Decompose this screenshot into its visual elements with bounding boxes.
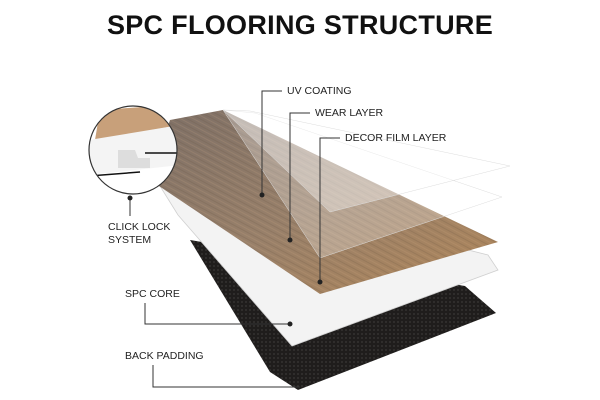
diagram-title: SPC FLOORING STRUCTURE	[106, 10, 494, 40]
label-click-lock-line1: CLICK LOCK	[108, 221, 171, 233]
label-uv-coating: UV COATING	[287, 85, 352, 97]
uv-coating-sheet	[222, 109, 511, 213]
label-click-lock-line2: SYSTEM	[108, 234, 152, 246]
label-back-padding: BACK PADDING	[125, 350, 204, 362]
label-decor-film: DECOR FILM LAYER	[345, 132, 447, 144]
wear-layer-sheet	[222, 109, 503, 259]
click-lock-marker	[127, 195, 133, 201]
wear-layer-marker	[287, 237, 293, 243]
label-spc-core: SPC CORE	[125, 288, 180, 300]
leader-lines	[129, 90, 340, 388]
uv-coating-marker	[259, 192, 265, 198]
click-lock-magnifier	[88, 105, 178, 195]
spc-core-marker	[287, 321, 293, 327]
decor-film-marker	[317, 279, 323, 285]
label-wear-layer: WEAR LAYER	[315, 107, 384, 119]
